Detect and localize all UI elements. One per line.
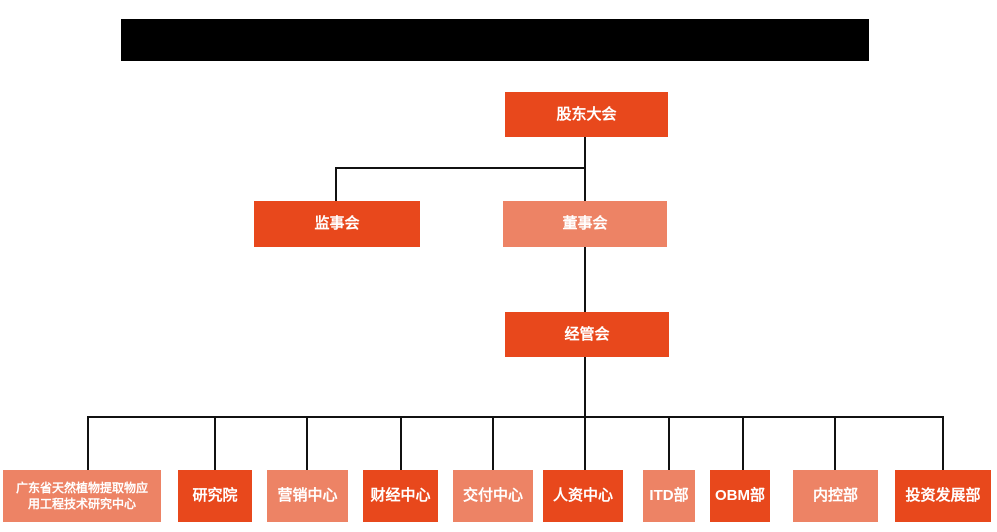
- connector-line: [400, 416, 402, 471]
- connector-line: [584, 416, 586, 471]
- org-node-itd-dept: ITD部: [643, 470, 695, 522]
- org-node-marketing-center: 营销中心: [267, 470, 348, 522]
- connector-line: [742, 416, 744, 471]
- connector-line: [942, 416, 944, 471]
- connector-line: [214, 416, 216, 471]
- org-node-research-institute: 研究院: [178, 470, 252, 522]
- connector-line: [584, 137, 586, 169]
- org-node-management-committee: 经管会: [505, 312, 669, 357]
- org-node-finance-center: 财经中心: [363, 470, 438, 522]
- connector-line: [87, 416, 89, 471]
- org-node-research-center: 广东省天然植物提取物应用工程技术研究中心: [3, 470, 161, 522]
- org-node-internal-control-dept: 内控部: [793, 470, 878, 522]
- connector-line: [87, 416, 944, 418]
- connector-line: [584, 357, 586, 418]
- connector-line: [306, 416, 308, 471]
- org-node-shareholders-meeting: 股东大会: [505, 92, 668, 137]
- org-node-board-of-directors: 董事会: [503, 201, 667, 247]
- connector-line: [335, 167, 586, 169]
- org-node-hr-center: 人资中心: [543, 470, 623, 522]
- connector-line: [834, 416, 836, 471]
- connector-line: [584, 167, 586, 202]
- org-node-investment-development-dept: 投资发展部: [895, 470, 991, 522]
- connector-line: [492, 416, 494, 471]
- connector-line: [668, 416, 670, 471]
- redacted-title-bar: [121, 19, 869, 61]
- org-node-obm-dept: OBM部: [710, 470, 770, 522]
- connector-line: [584, 247, 586, 313]
- connector-line: [335, 167, 337, 202]
- org-node-supervisory-board: 监事会: [254, 201, 420, 247]
- org-node-delivery-center: 交付中心: [453, 470, 533, 522]
